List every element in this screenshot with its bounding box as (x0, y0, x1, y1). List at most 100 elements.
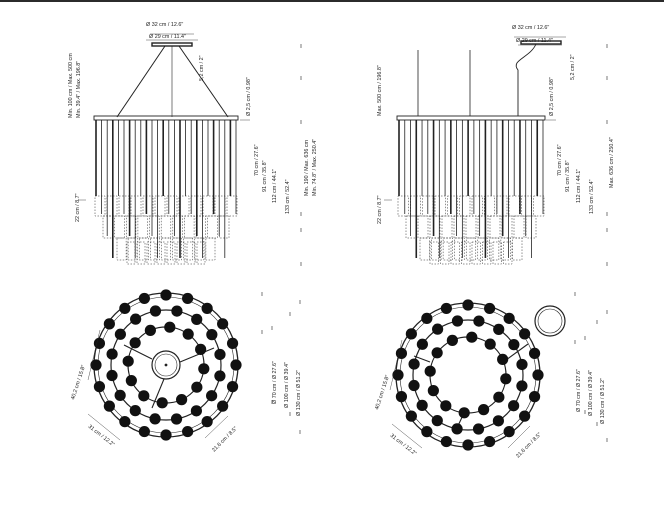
tier1-height-label: 70 cm / 27.6" (557, 144, 563, 176)
total-height-label: Max. 636 cm / 250.4" (609, 137, 615, 188)
pendant-outline (533, 195, 545, 217)
pendant-dot (171, 305, 183, 317)
ceiling-canopy (520, 40, 562, 45)
pendant-dot (129, 405, 141, 417)
tier3-height-label: 112 cm / 44.1" (272, 169, 278, 203)
pendant-dot (138, 390, 150, 402)
pendant-dot (226, 381, 239, 393)
pendant-dot (191, 381, 203, 393)
pendant-outline (146, 241, 156, 265)
pendant-outline (521, 195, 532, 217)
pendant-outline (450, 241, 460, 265)
cable-length-label-metric: Min. 100 cm / Max. 500 cm (68, 53, 74, 118)
dimension-line (389, 339, 403, 391)
tier3-height-label: 112 cm / 44.1" (576, 169, 582, 203)
pendant-outline (429, 215, 441, 239)
pendant-outline (461, 241, 471, 265)
pendant-dot (164, 321, 176, 333)
pendant-dot (201, 416, 213, 428)
pendant-dot (532, 369, 544, 381)
pendant-dot (392, 369, 404, 381)
pendant-dot (528, 347, 541, 359)
canopy-disc (151, 350, 181, 380)
pendant-dot (462, 439, 474, 451)
pendant-dot (119, 302, 131, 314)
pendant-outline (441, 215, 453, 239)
pendant-outline (496, 195, 508, 217)
pendant-dot (462, 299, 474, 311)
pendant-outline (500, 237, 511, 261)
pendant-outline (102, 215, 113, 239)
pendant-dot (516, 380, 528, 392)
pendant-dot (122, 355, 134, 367)
pendant-outline (156, 241, 166, 265)
top-ring (396, 115, 546, 121)
pendant-dot (451, 423, 463, 435)
pendant-outline (482, 241, 492, 265)
outer-ring (395, 302, 541, 448)
pendant-dot (497, 353, 509, 365)
tier4-height-label: 133 cm / 52.4" (285, 179, 291, 214)
cable-length-label-imperial: Min. 39.4" / Max. 196.8" (76, 61, 82, 118)
pendant-dot (191, 313, 203, 325)
plan-left: 40,2 cm / 15.8" 31 cm / 12.2" 21,6 cm / … (70, 289, 302, 453)
pendant-dot (451, 315, 464, 327)
top-border (0, 0, 664, 2)
pendant-dot (508, 400, 520, 412)
pendant-dot (190, 405, 202, 417)
pendant-outline (503, 241, 513, 265)
pendant-dot (217, 400, 229, 412)
pendant-outline (429, 241, 439, 265)
pendant-outline (161, 237, 171, 261)
pendant-outline (471, 241, 481, 265)
dimension-ticks-plan-right (574, 292, 608, 442)
rod-diameter-label: Ø 2,5 cm / 0.98" (549, 77, 555, 116)
outer-spacing-label: 31 cm / 12.2" (87, 424, 116, 448)
pendant-dot (528, 391, 541, 403)
pendant-outline (454, 237, 465, 261)
pendant-outline (205, 237, 216, 261)
pendant-outline (477, 215, 489, 239)
pendant-dot (114, 328, 126, 340)
inner-spacing-label: 21,6 cm / 8.5" (211, 426, 239, 454)
pendant-outline (214, 195, 226, 217)
pendant-dot (405, 328, 417, 340)
pendant-dot (484, 302, 496, 315)
pendant-dot (226, 337, 239, 349)
top-ring (93, 115, 239, 121)
pendant-dot (214, 370, 226, 382)
pendant-dot (508, 339, 520, 351)
middle-diameter-label: Ø 100 cm / Ø 39.4" (284, 362, 290, 408)
pendant-outline (489, 237, 500, 261)
outer-ring-inner-edge (399, 306, 537, 444)
rods-left (95, 120, 237, 258)
pendant-outline (219, 215, 230, 239)
pendant-dot (103, 400, 115, 412)
canopy-center-point (164, 363, 168, 367)
dimension-ticks-left (78, 44, 302, 266)
pendant-dot (416, 338, 428, 350)
pendant-outline (492, 241, 502, 265)
pendant-tiers-left (94, 195, 238, 265)
pendant-dot (230, 359, 242, 371)
pendant-outline (126, 215, 137, 239)
pendant-outline (465, 237, 477, 261)
support-arm (123, 344, 153, 360)
tier1-height-label: 70 cm / 27.6" (254, 144, 260, 176)
outer-diameter-label: Ø 130 cm / Ø 51.2" (296, 370, 302, 416)
support-arm (505, 343, 529, 361)
pendant-dot (144, 324, 156, 336)
plan-right: 40,2 cm / 15.8" 31 cm / 12.2" 21,6 cm / … (374, 292, 608, 459)
pendant-outline (405, 215, 417, 239)
pendant-dot (519, 410, 531, 422)
pendant-outline (447, 195, 458, 217)
pendant-dot (182, 328, 194, 340)
pendant-dot (408, 358, 420, 370)
pendant-dot (446, 334, 458, 346)
pendant-outline (150, 237, 160, 261)
outer-spacing-label: 31 cm / 12.2" (389, 433, 418, 457)
power-cable (515, 43, 537, 116)
suspension-cable (116, 45, 166, 118)
pendant-dot (484, 338, 496, 350)
ceiling-canopy (151, 42, 193, 47)
